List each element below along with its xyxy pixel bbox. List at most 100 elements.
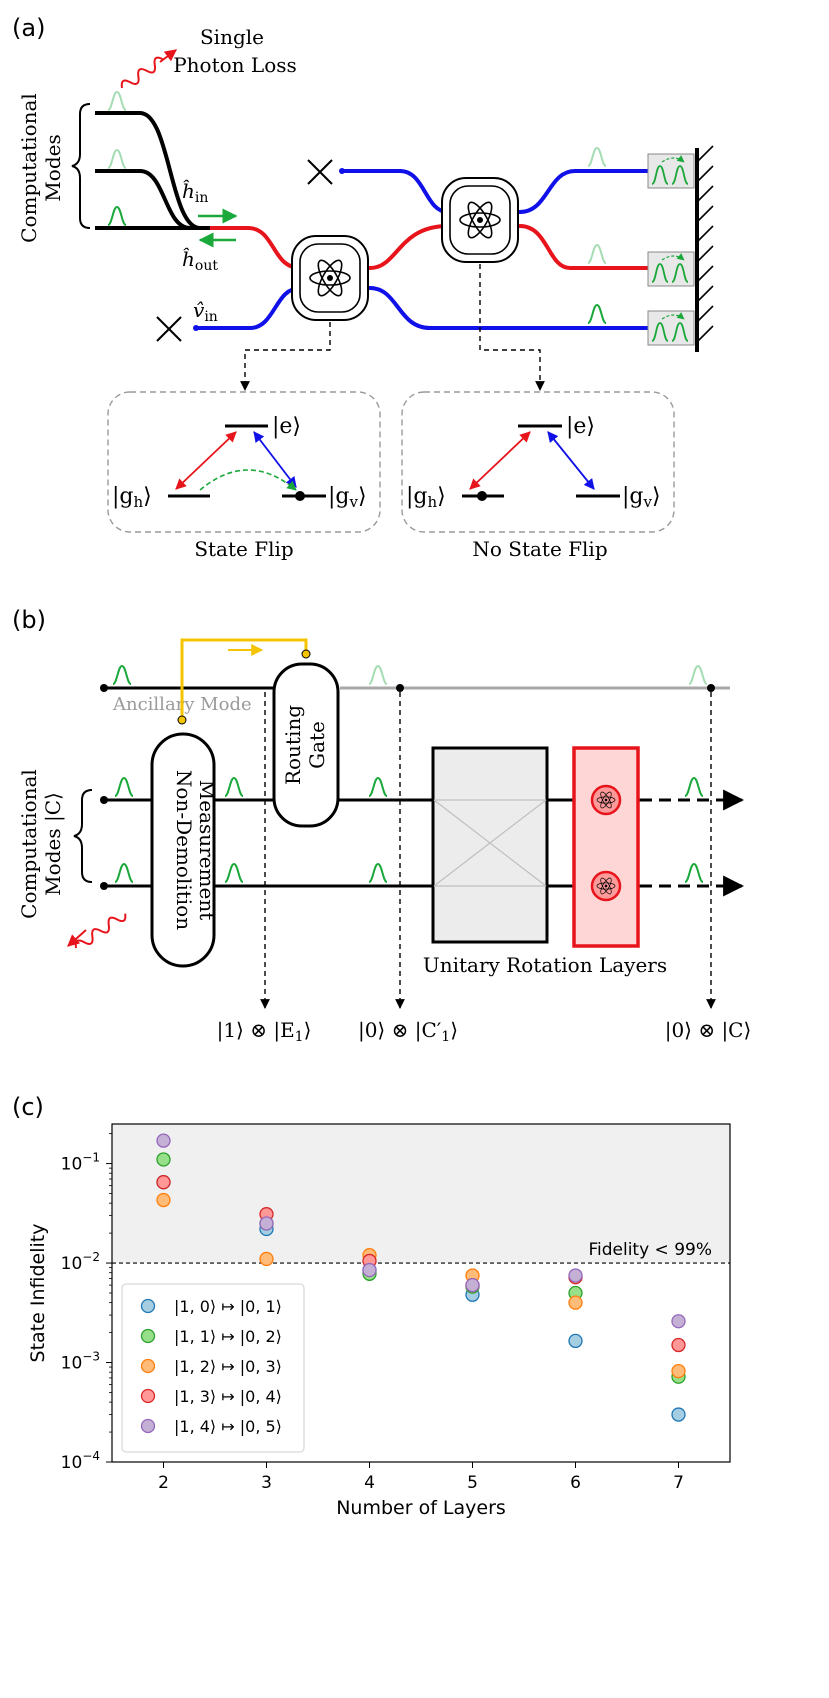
reflector-box [647, 310, 695, 346]
data-point [156, 1133, 171, 1148]
pulse-icon [587, 244, 607, 264]
caption-state-flip: State Flip [194, 537, 293, 561]
photon-loss-arrow-b [67, 929, 87, 947]
pulse-icon [224, 863, 244, 883]
x-tick-label: 7 [673, 1473, 684, 1493]
pulse-icon [107, 149, 127, 169]
data-point [568, 1295, 583, 1310]
shaded-region [112, 1124, 730, 1264]
pulse-icon [684, 863, 704, 883]
data-point [362, 1262, 377, 1278]
port-dot [100, 796, 108, 804]
panel-b: (b) Ancillary Mode Com [12, 606, 751, 1045]
data-point [671, 1337, 686, 1353]
legend-marker [140, 1418, 156, 1434]
mirror [695, 145, 714, 352]
routing-label-1: Routing [281, 705, 305, 785]
data-point [259, 1216, 274, 1231]
unitary-box [431, 746, 549, 944]
modes-label-a-2: Modes [41, 134, 65, 201]
panel-c-label: (c) [12, 1093, 44, 1121]
y-tick-label: 10−1 [61, 1151, 100, 1175]
tap-dot [396, 684, 404, 692]
feedforward-dot [177, 715, 187, 725]
pulse-icon [368, 777, 388, 797]
data-point [156, 1152, 171, 1167]
output-label-2: |0⟩ ⊗ |C′1⟩ [358, 1018, 458, 1045]
pulse-icon [107, 206, 127, 226]
termination-x-icon [307, 159, 333, 185]
panel-a: (a) Single Photon Loss Computational Mod… [12, 14, 714, 561]
pulse-icon [112, 665, 132, 685]
port-dot [100, 684, 108, 692]
y-tick-label: 10−2 [61, 1250, 100, 1274]
ket-gh-left: |gh⟩ [112, 484, 152, 511]
data-point [259, 1251, 274, 1267]
ndm-box [150, 732, 216, 968]
legend-marker [140, 1358, 156, 1374]
loss-label-1: Single [200, 25, 264, 49]
y-tick-label: 10−3 [61, 1350, 100, 1374]
termination-x-icon [156, 316, 182, 342]
h-in-label: ĥin [182, 179, 208, 206]
reflector-box [647, 153, 695, 189]
photon-loss-arrow [159, 49, 177, 63]
x-tick-label: 4 [364, 1473, 375, 1493]
data-point [156, 1175, 171, 1190]
photon-loss-wave [120, 56, 164, 89]
routing-gate [272, 662, 340, 828]
pulse-icon [587, 147, 607, 167]
pulse-icon [368, 665, 388, 685]
ket-e-right: |e⟩ [566, 414, 595, 439]
port-dot [339, 168, 345, 174]
port-dot [193, 325, 199, 331]
legend-label: |1, 2⟩ ↦ |0, 3⟩ [174, 1357, 282, 1376]
pulse-icon [368, 863, 388, 883]
pulse-icon [587, 304, 607, 324]
layers-label: Unitary Rotation Layers [423, 953, 667, 977]
x-tick-label: 6 [570, 1473, 581, 1493]
data-point [465, 1277, 480, 1293]
x-tick-label: 3 [261, 1473, 272, 1493]
y-tick-label: 10−4 [61, 1449, 100, 1473]
pulse-icon [224, 777, 244, 797]
ket-gv-right: |gv⟩ [622, 484, 661, 511]
port-dot [100, 882, 108, 890]
tap-dot [707, 684, 715, 692]
cavity-2 [441, 177, 519, 263]
photon-loss-wave-b [74, 913, 127, 949]
pulse-icon [107, 91, 127, 111]
data-point [671, 1314, 686, 1329]
atom-layer-box [572, 746, 640, 948]
legend-label: |1, 3⟩ ↦ |0, 4⟩ [174, 1387, 282, 1406]
modes-brace-b [73, 789, 93, 883]
legend-marker [140, 1388, 156, 1404]
data-point [568, 1268, 583, 1283]
red-waveguide [210, 224, 648, 270]
v-in-label: v̂in [193, 298, 218, 325]
level-diagram-no-state-flip: |e⟩ |gh⟩ |gv⟩ [401, 391, 675, 533]
ket-e-left: |e⟩ [272, 414, 301, 439]
caption-no-state-flip: No State Flip [472, 537, 607, 561]
pulse-icon [684, 777, 704, 797]
legend-label: |1, 1⟩ ↦ |0, 2⟩ [174, 1327, 282, 1346]
output-label-1: |1⟩ ⊗ |E1⟩ [217, 1018, 312, 1045]
connector-left [240, 322, 331, 391]
feedforward-dot [301, 649, 311, 659]
legend-box [121, 1283, 305, 1453]
data-point [671, 1407, 686, 1422]
data-point [671, 1363, 686, 1379]
legend-label: |1, 4⟩ ↦ |0, 5⟩ [174, 1417, 282, 1436]
loss-label-2: Photon Loss [173, 53, 297, 77]
pulse-icon [688, 665, 708, 685]
connector-right [479, 264, 545, 391]
pulse-icon [114, 777, 134, 797]
legend-marker [140, 1328, 156, 1344]
feedforward-line [180, 638, 308, 720]
pulse-icon [114, 863, 134, 883]
cavity-1 [291, 235, 369, 321]
x-tick-label: 5 [467, 1473, 478, 1493]
